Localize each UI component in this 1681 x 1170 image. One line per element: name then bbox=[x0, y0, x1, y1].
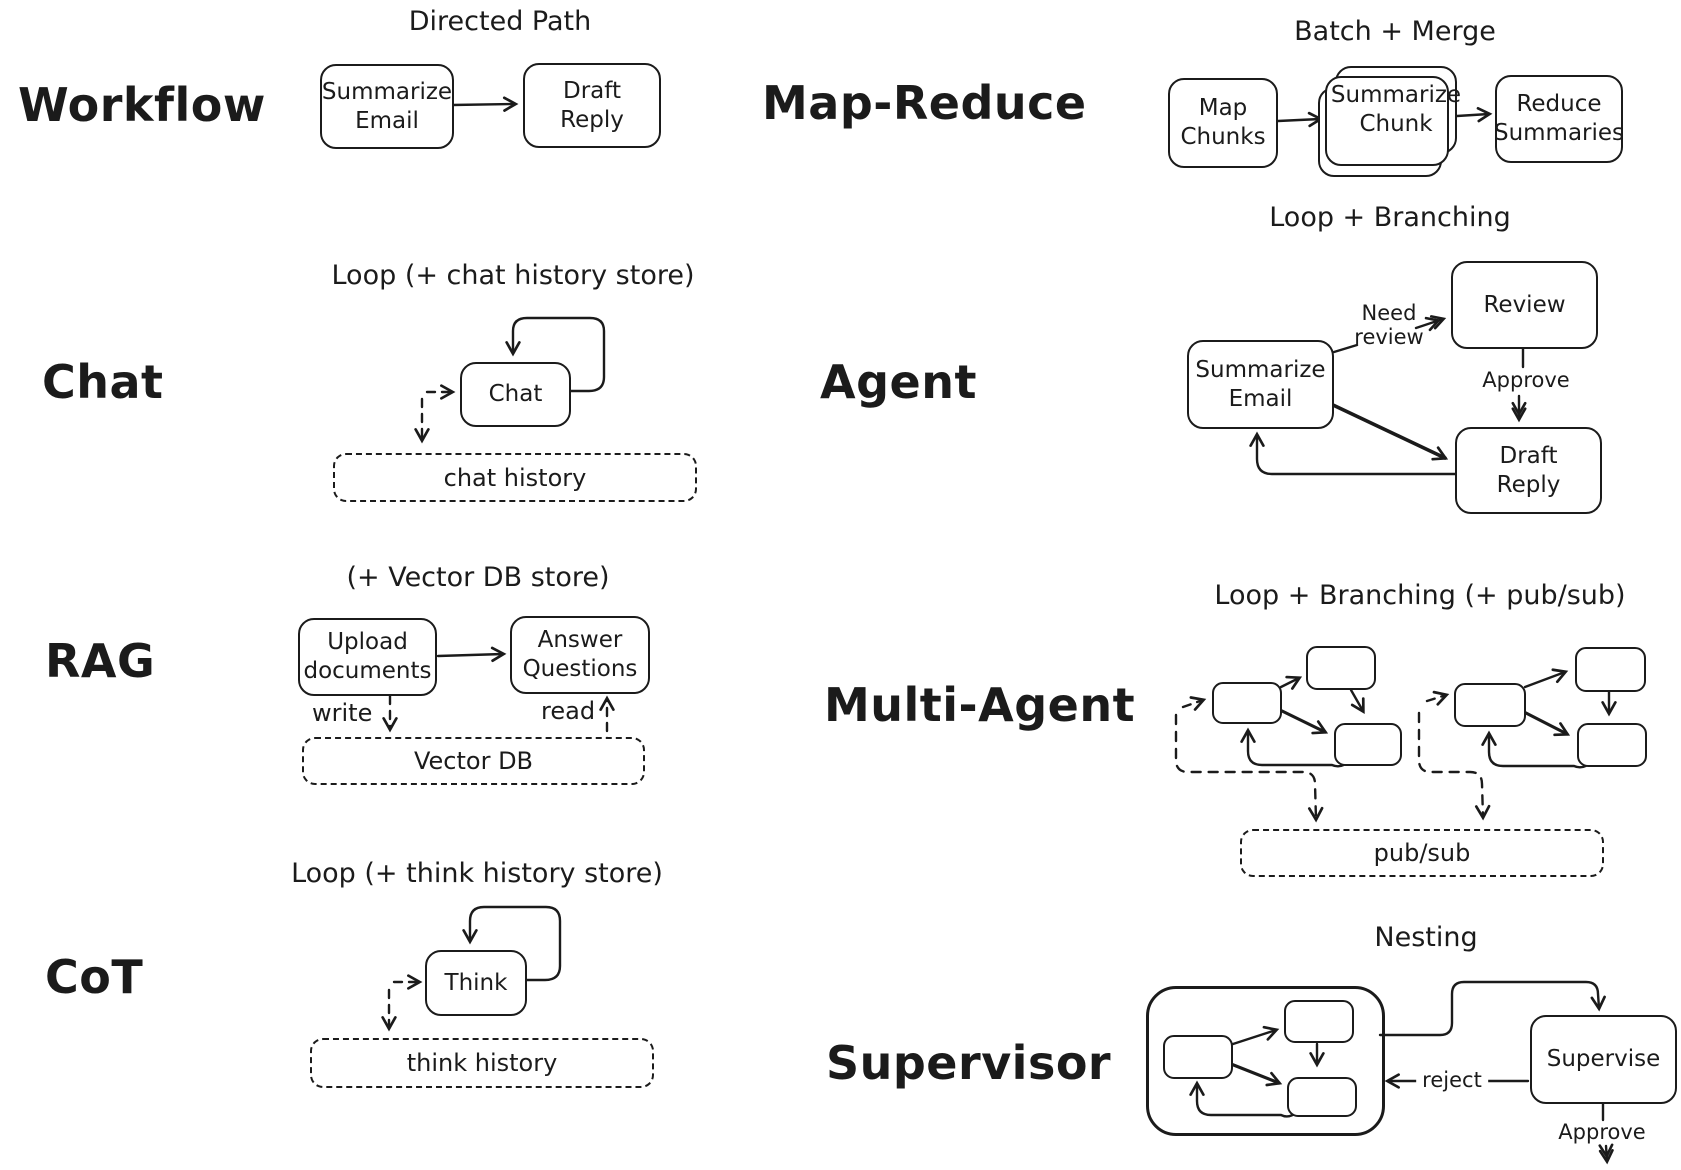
map-chunks-node: Map Chunks bbox=[1168, 78, 1278, 168]
workflow-draft-reply-node: Draft Reply bbox=[523, 63, 661, 148]
multi-agent-a-top-node bbox=[1306, 646, 1376, 690]
multi-agent-b-top-node bbox=[1575, 647, 1646, 692]
supervisor-inner-left-node bbox=[1163, 1035, 1233, 1079]
agent-review-node: Review bbox=[1451, 261, 1598, 349]
multi-agent-a-bottom-node bbox=[1334, 723, 1402, 766]
chat-title: Loop (+ chat history store) bbox=[331, 260, 695, 291]
chat-node: Chat bbox=[460, 362, 571, 427]
supervisor-title: Nesting bbox=[1374, 922, 1478, 953]
chat-label: Chat bbox=[42, 355, 164, 409]
pub-sub-store: pub/sub bbox=[1240, 829, 1604, 877]
agent-thick-arrow bbox=[1331, 403, 1449, 461]
multi-agent-a-pubsub-arrow bbox=[1174, 713, 1324, 823]
summarize-chunk-stack-node: Summarize Chunk bbox=[1331, 66, 1461, 154]
think-history-store: think history bbox=[310, 1038, 654, 1088]
map-reduce-arrow-1 bbox=[1276, 111, 1324, 128]
workflow-arrow bbox=[450, 96, 519, 112]
supervisor-label: Supervisor bbox=[826, 1036, 1112, 1090]
multi-agent-a-arrow-2 bbox=[1349, 688, 1365, 714]
multi-agent-a-arrow-1 bbox=[1279, 675, 1303, 690]
agent-need-review-arrow bbox=[1414, 315, 1447, 332]
supervise-node: Supervise bbox=[1530, 1015, 1677, 1104]
supervisor-approve-arrow bbox=[1598, 1143, 1614, 1165]
multi-agent-b-bottom-node bbox=[1577, 723, 1647, 767]
rag-title: (+ Vector DB store) bbox=[346, 562, 610, 593]
agent-corner-dash bbox=[1332, 343, 1359, 354]
map-reduce-title: Batch + Merge bbox=[1294, 16, 1496, 47]
write-edge-label: write bbox=[312, 699, 373, 727]
think-node: Think bbox=[425, 950, 527, 1016]
multi-agent-b-pubsub-arrow bbox=[1417, 711, 1491, 821]
supervisor-inner-top-node bbox=[1284, 1000, 1354, 1043]
workflow-title: Directed Path bbox=[408, 6, 592, 37]
agent-label: Agent bbox=[820, 355, 977, 409]
multi-agent-label: Multi-Agent bbox=[824, 678, 1136, 732]
rag-arrow bbox=[436, 646, 507, 663]
rag-label: RAG bbox=[45, 634, 156, 688]
agent-approve-edge-label: Approve bbox=[1482, 368, 1570, 392]
multi-agent-b-thick-arrow bbox=[1522, 710, 1571, 737]
reject-edge-label: reject bbox=[1416, 1068, 1488, 1093]
chat-history-store: chat history bbox=[333, 453, 697, 502]
supervisor-nested-container bbox=[1146, 986, 1385, 1136]
multi-agent-b-left-node bbox=[1454, 683, 1526, 727]
supervisor-inner-arrow-1 bbox=[1231, 1025, 1280, 1046]
cot-label: CoT bbox=[45, 950, 144, 1004]
upload-documents-node: Upload documents bbox=[298, 618, 437, 696]
workflow-label: Workflow bbox=[18, 78, 266, 132]
agent-return-arrow bbox=[1249, 431, 1457, 476]
multi-agent-a-left-node bbox=[1212, 682, 1282, 724]
multi-agent-b-in-arrow bbox=[1425, 690, 1450, 706]
supervisor-approve-edge-label: Approve bbox=[1558, 1120, 1646, 1144]
reduce-summaries-node: Reduce Summaries bbox=[1494, 75, 1624, 163]
agent-title: Loop + Branching bbox=[1269, 202, 1511, 233]
agent-draft-reply-node: Draft Reply bbox=[1455, 427, 1602, 514]
chat-loop-arrow bbox=[505, 316, 606, 393]
agent-summarize-email-node: Summarize Email bbox=[1187, 340, 1334, 429]
cot-loop-arrow bbox=[462, 905, 562, 982]
multi-agent-a-thick-arrow bbox=[1278, 708, 1329, 735]
read-edge-label: read bbox=[541, 697, 596, 725]
supervisor-nesting-connector-arrow bbox=[1378, 980, 1606, 1037]
multi-agent-b-arrow-1 bbox=[1523, 668, 1569, 689]
workflow-summarize-email-node: Summarize Email bbox=[320, 64, 454, 149]
need-review-edge-label: Need review bbox=[1354, 301, 1424, 350]
map-reduce-arrow-2 bbox=[1455, 106, 1493, 123]
multi-agent-title: Loop + Branching (+ pub/sub) bbox=[1214, 580, 1626, 611]
multi-agent-b-loop-arrow bbox=[1481, 730, 1593, 769]
supervisor-inner-bottom-node bbox=[1287, 1077, 1357, 1117]
vector-db-store: Vector DB bbox=[302, 737, 645, 785]
answer-questions-node: Answer Questions bbox=[510, 616, 650, 694]
map-reduce-label: Map-Reduce bbox=[762, 76, 1087, 130]
cot-title: Loop (+ think history store) bbox=[291, 858, 663, 889]
multi-agent-a-in-arrow bbox=[1181, 696, 1207, 711]
supervisor-inner-thick-arrow bbox=[1229, 1062, 1283, 1087]
